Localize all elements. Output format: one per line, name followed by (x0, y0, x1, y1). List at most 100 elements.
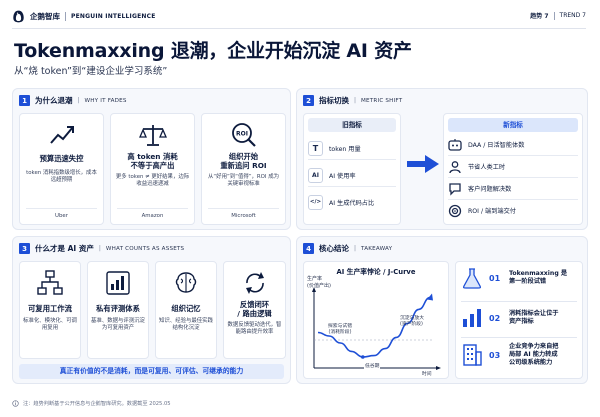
section-title-cn: 指标切换 (319, 96, 349, 105)
section-header: 2 指标切换 | METRIC SHIFT (303, 95, 402, 106)
page-subtitle: 从“烧 token”到“建设企业学习系统” (14, 66, 168, 77)
j-curve-chart: AI 生产率悖论 / J-Curve 生产率 (价值产出) 探索与试错 (消耗阶… (303, 261, 449, 379)
section-number: 2 (303, 95, 314, 106)
reason-title: 组织开始 重新追问 ROI (220, 152, 267, 170)
page-title: Tokenmaxxing 退潮，企业开始沉淀 AI 资产 (14, 40, 412, 62)
loop-icon (245, 272, 264, 294)
reason-card: 高 token 消耗 不等于高产出 更多 token ≠ 更好结果，边际收益迅速… (110, 113, 195, 225)
reason-title: 高 token 消耗 不等于高产出 (127, 152, 178, 170)
section-title-cn: 核心结论 (319, 244, 349, 253)
brand-name-cn: 企鹅智库 (30, 11, 60, 21)
metric-label: ROI / 端到端交付 (468, 208, 516, 215)
brand: 企鹅智库 PENGUIN INTELLIGENCE (12, 9, 156, 23)
section-header: 4 核心结论 | TAKEAWAY (303, 243, 392, 254)
section-metric-shift: 2 指标切换 | METRIC SHIFT 旧指标 T token 用量 AI … (296, 88, 588, 230)
old-metric-item: AI AI 使用率 (308, 164, 396, 186)
company-tag: Microsoft (231, 213, 256, 219)
takeaway-number: 03 (489, 350, 501, 360)
new-metric-item: ROI / 端到端交付 (448, 200, 578, 221)
section-number: 1 (19, 95, 30, 106)
arrow-right-icon (407, 155, 439, 173)
ai-icon: AI (308, 167, 323, 183)
annotation-scale: 沉淀与放大 (资产阶段) (400, 316, 424, 327)
workflow-icon (37, 270, 63, 295)
annotation-explore: 探索与试错 (消耗阶段) (328, 324, 352, 335)
flask-icon (462, 268, 482, 289)
takeaway-number: 02 (489, 313, 501, 323)
reason-card: 预算迅速失控 token 消耗指数级增长，成本远超预期 Uber (19, 113, 104, 225)
section-why-it-fades: 1 为什么退潮 | WHY IT FADES 预算迅速失控 token 消耗指数… (12, 88, 291, 230)
takeaway-item: 03 企业竞争力来自把 局部 AI 能力转成 公司级系统能力 (461, 343, 559, 367)
asset-card: 私有评测体系 基准、数据与评测沉淀为可复用资产 (87, 261, 149, 359)
reason-desc: token 消耗指数级增长，成本远超预期 (26, 170, 97, 184)
section-title-cn: 什么才是 AI 资产 (35, 244, 94, 253)
asset-desc: 基准、数据与评测沉淀为可复用资产 (91, 318, 145, 332)
bar-chart-icon (463, 309, 481, 327)
section-number: 3 (19, 243, 30, 254)
metric-label: AI 使用率 (329, 172, 356, 180)
asset-desc: 知识、经验与最佳实践结构化沉淀 (159, 318, 213, 332)
target-icon (448, 204, 462, 217)
roi-icon: ROI (231, 123, 256, 147)
new-metrics: 新指标 DAA / 日活智能体数 节省人类工时 客户问题解决数 ROI / 端到… (443, 113, 583, 225)
asset-title: 反馈闭环 / 路由逻辑 (237, 300, 272, 318)
metric-label: AI 生成代码占比 (329, 199, 375, 207)
section-header: 1 为什么退潮 | WHY IT FADES (19, 95, 127, 106)
asset-card: 反馈闭环 / 路由逻辑 数据反馈驱动迭代，智能路由提升效率 (223, 261, 286, 359)
section-title-en: WHY IT FADES (84, 97, 127, 104)
info-icon (12, 400, 19, 407)
j-curve-trough-point (361, 355, 365, 359)
chart-title: AI 生产率悖论 / J-Curve (336, 268, 416, 276)
metric-label: token 用量 (329, 145, 361, 153)
j-curve-series (317, 293, 433, 359)
chart-ylabel: 生产率 (价值产出) (307, 276, 331, 289)
section-header: 3 什么才是 AI 资产 | WHAT COUNTS AS ASSETS (19, 243, 184, 254)
section-title-en: WHAT COUNTS AS ASSETS (105, 245, 185, 252)
trend-en: TREND 7 (559, 12, 586, 19)
asset-title: 组织记忆 (171, 304, 201, 313)
company-tag: Amazon (141, 213, 164, 219)
company-tag: Uber (55, 213, 68, 219)
asset-desc: 标准化、模块化、可调用复用 (23, 318, 77, 332)
annotation-trough: 低谷期 (364, 362, 381, 369)
old-metrics: 旧指标 T token 用量 AI AI 使用率 </> AI 生成代码占比 (303, 113, 401, 225)
section-number: 4 (303, 243, 314, 254)
takeaway-text: 企业竞争力来自把 局部 AI 能力转成 公司级系统能力 (509, 343, 559, 366)
section-takeaway: 4 核心结论 | TAKEAWAY AI 生产率悖论 / J-Curve 生产率… (296, 236, 588, 384)
trend-cn: 趋势 7 (530, 13, 549, 20)
reason-desc: 从“好用”到“值得”，ROI 成为关键审视标准 (208, 174, 279, 188)
takeaway-text: 消耗指标会让位于 资产指标 (509, 310, 559, 325)
new-metric-item: 节省人类工时 (448, 156, 578, 177)
old-metrics-header: 旧指标 (308, 118, 396, 132)
j-curve-line (317, 296, 431, 358)
asset-card: 组织记忆 知识、经验与最佳实践结构化沉淀 (155, 261, 217, 359)
asset-title: 可复用工作流 (28, 304, 72, 313)
metric-label: 客户问题解决数 (468, 186, 512, 193)
reason-title: 预算迅速失控 (39, 154, 84, 163)
brand-name-en: PENGUIN INTELLIGENCE (71, 12, 156, 20)
takeaway-item: 02 消耗指标会让位于 资产指标 (461, 307, 559, 329)
reason-card: ROI 组织开始 重新追问 ROI 从“好用”到“值得”，ROI 成为关键审视标… (201, 113, 286, 225)
users-icon (448, 138, 462, 151)
scale-icon (138, 125, 167, 146)
footer-text: 注：趋势判断基于公开信息与企鹅智库研究。数据截至 2025.05 (23, 401, 171, 407)
reason-desc: 更多 token ≠ 更好结果，边际收益迅速递减 (115, 174, 190, 188)
section-title-cn: 为什么退潮 (35, 96, 73, 105)
penguin-logo-icon (13, 10, 24, 22)
new-metric-item: DAA / 日活智能体数 (448, 134, 578, 155)
metric-label: 节省人类工时 (468, 164, 506, 171)
brain-icon (175, 272, 197, 293)
header-divider (12, 28, 586, 29)
takeaway-text: Tokenmaxxing 是 第一阶段试错 (509, 270, 568, 285)
old-metric-item: T token 用量 (308, 137, 396, 159)
section-ai-assets: 3 什么才是 AI 资产 | WHAT COUNTS AS ASSETS 可复用… (12, 236, 291, 384)
asset-desc: 数据反馈驱动迭代，智能路由提升效率 (227, 322, 282, 336)
trend-up-icon (49, 126, 74, 144)
footer-note: 注：趋势判断基于公开信息与企鹅智库研究。数据截至 2025.05 (12, 400, 171, 407)
takeaway-item: 01 Tokenmaxxing 是 第一阶段试错 (461, 267, 567, 289)
building-icon (463, 344, 482, 366)
new-metrics-header: 新指标 (448, 118, 578, 132)
old-metric-item: </> AI 生成代码占比 (308, 191, 396, 213)
takeaway-number: 01 (489, 273, 501, 283)
token-icon: T (308, 140, 323, 156)
